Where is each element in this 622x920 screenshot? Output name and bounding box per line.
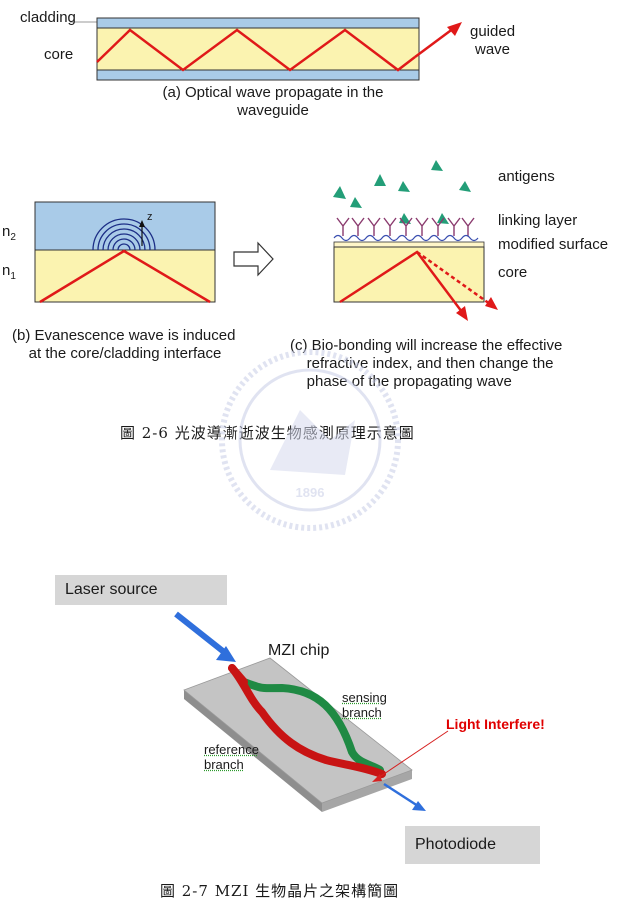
seal-ring-outer xyxy=(219,349,401,531)
core-label-c: core xyxy=(498,264,528,281)
reference-branch-path xyxy=(228,664,386,778)
interfere-pointer xyxy=(377,730,449,779)
input-waveguide xyxy=(228,664,248,686)
output-arrowhead xyxy=(412,801,426,811)
photodiode-box: Photodiode xyxy=(405,826,540,864)
antigens-label: antigens xyxy=(498,168,555,185)
z-label: z xyxy=(147,211,153,223)
wave-arc-3 xyxy=(107,233,141,251)
sensing-branch-label: sensing branch xyxy=(342,690,387,720)
core-label-a: core xyxy=(44,46,74,63)
ray-c-arrowhead xyxy=(456,306,468,321)
core-layer xyxy=(96,27,420,71)
seal-ring-inner xyxy=(238,368,382,512)
n1-label: n1n1 xyxy=(2,262,16,282)
core-n1 xyxy=(35,250,215,302)
receptor-6 xyxy=(415,217,429,236)
wave-arc-6 xyxy=(92,218,156,251)
figure-b-caption: (b) Evanescence wave is induced at the c… xyxy=(12,327,236,362)
figure-2-7-caption: 圖 2-7 MZI 生物晶片之架構簡圖 xyxy=(160,882,400,900)
wave-arc-2 xyxy=(112,238,136,251)
evanescent-wave-arcs xyxy=(92,218,156,251)
z-axis-arrowhead xyxy=(139,220,145,227)
laser-arrowhead xyxy=(216,646,236,662)
wave-arc-5 xyxy=(97,223,151,251)
antigen-5 xyxy=(431,160,443,171)
antigen-2 xyxy=(350,197,362,208)
sensing-branch-path xyxy=(240,678,384,774)
block-outline xyxy=(34,201,216,303)
receptor-7 xyxy=(431,217,445,236)
seal-year: 1896 xyxy=(296,485,325,500)
zigzag-ray xyxy=(96,28,416,72)
seal-emblem xyxy=(270,410,355,475)
output-arrow xyxy=(383,782,419,808)
mzi-chip-label: MZI chip xyxy=(268,642,330,659)
cladding-bottom xyxy=(96,69,420,81)
seal-logo: 1896 xyxy=(219,349,401,531)
guided-wave-arrow xyxy=(414,26,455,59)
guided-wave-arrowhead xyxy=(447,22,462,36)
receptor-3 xyxy=(367,217,381,236)
receptor-4 xyxy=(383,217,397,236)
hollow-arrow-icon xyxy=(233,241,274,277)
antigen-4 xyxy=(398,181,410,192)
cladding-label: cladding xyxy=(20,9,76,26)
laser-source-box: Laser source xyxy=(55,575,227,605)
receptor-8 xyxy=(447,217,461,236)
chip-side xyxy=(184,690,322,812)
linking-layer xyxy=(336,217,475,236)
laser-input-arrow xyxy=(174,611,226,655)
figure-c-caption: (c) Bio-bonding will increase the effect… xyxy=(290,337,563,390)
wave-arc-1 xyxy=(117,243,131,251)
chip-side-right xyxy=(322,770,412,812)
receptor-5 xyxy=(399,217,413,236)
figure-a-caption: (a) Optical wave propagate in the wavegu… xyxy=(162,84,384,119)
reflected-ray-b xyxy=(39,249,211,304)
modified-surface-label: modified surface xyxy=(498,236,609,253)
guided-wave-label: guided wave xyxy=(470,23,516,58)
modified-surface-wavy xyxy=(333,234,479,242)
antigen-1 xyxy=(333,186,346,199)
core-c xyxy=(333,246,485,303)
light-interfere-label: Light Interfere! xyxy=(446,716,545,732)
dashed-ray-arrowhead xyxy=(485,297,498,310)
reference-branch-label: reference branch xyxy=(204,742,259,772)
cladding-n2 xyxy=(35,202,215,250)
interfere-pointer-head xyxy=(372,774,382,782)
antigen-6 xyxy=(459,181,471,192)
n2-label: n2n2 xyxy=(2,223,16,243)
receptor-2 xyxy=(351,217,365,236)
antigen-3 xyxy=(374,174,386,186)
receptor-9 xyxy=(461,217,475,236)
receptor-1 xyxy=(336,217,350,236)
shifted-ray-dashed xyxy=(416,250,491,306)
linking-layer-label: linking layer xyxy=(498,212,578,229)
wave-arc-4 xyxy=(102,228,146,251)
